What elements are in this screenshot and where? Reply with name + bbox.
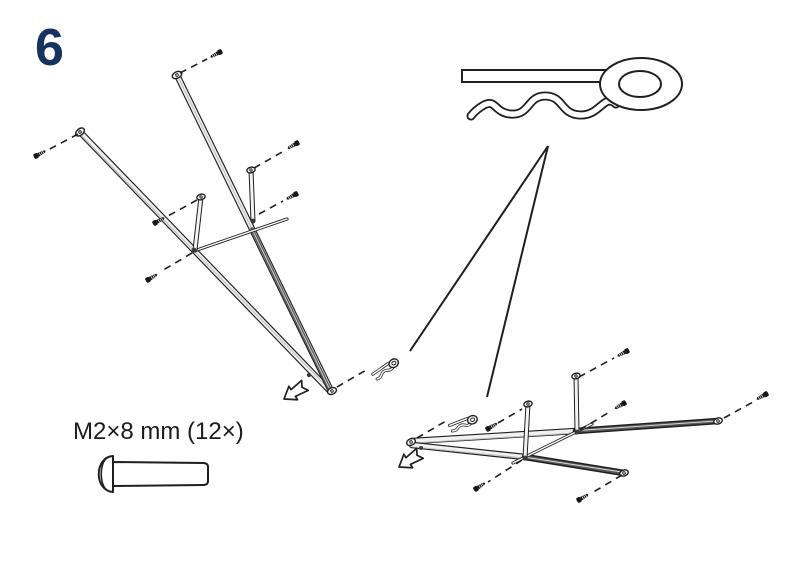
screw-icon xyxy=(615,347,631,359)
screw-icon xyxy=(612,399,628,412)
direction-arrow-icon xyxy=(278,377,311,407)
screw-icon xyxy=(284,190,300,202)
screw-icon xyxy=(575,491,591,504)
mini-r-clip-icon xyxy=(447,412,480,434)
screw-icon xyxy=(32,148,48,160)
r-clip-icon xyxy=(461,57,683,121)
screw-icon xyxy=(754,390,770,403)
frame-folded-illustration xyxy=(393,347,770,504)
pan-head-screw-icon xyxy=(97,455,209,493)
screw-icon xyxy=(144,271,160,284)
pointer-lines xyxy=(409,145,549,398)
frame-upright-illustration xyxy=(32,48,402,407)
screw-icon xyxy=(484,420,500,433)
step-number: 6 xyxy=(35,19,64,77)
mini-r-clip-icon xyxy=(370,355,402,382)
direction-arrow-icon xyxy=(393,445,426,475)
screw-icon xyxy=(208,48,224,60)
screw-icon xyxy=(285,139,301,152)
screw-icon xyxy=(472,480,487,493)
hardware-size-label: M2×8 mm (12×) xyxy=(73,418,244,445)
